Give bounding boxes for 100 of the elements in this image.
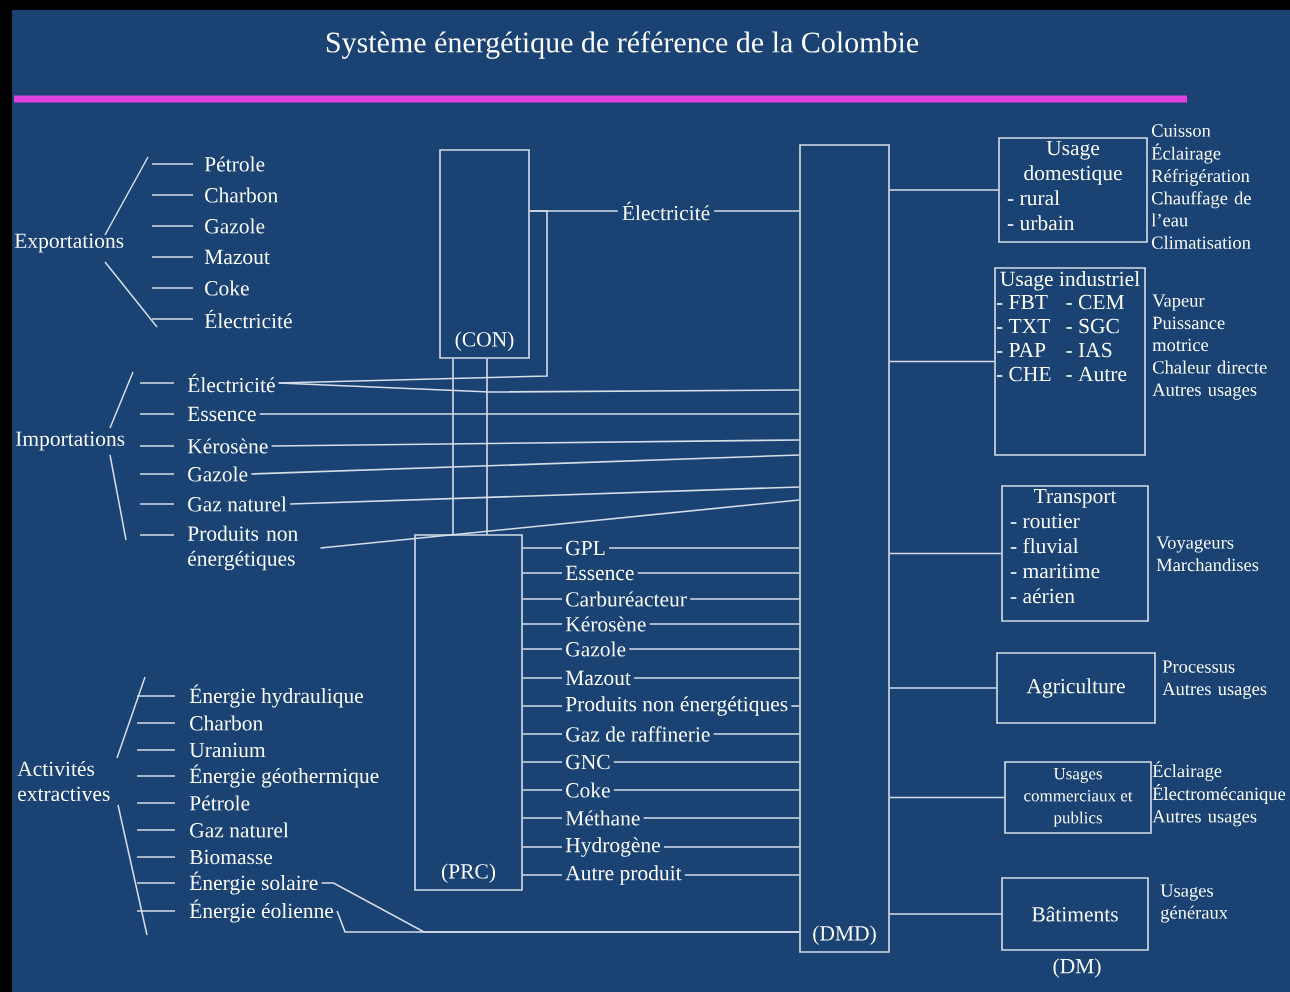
connector-line [889, 796, 1005, 799]
sector-box: Agriculture [996, 652, 1156, 724]
connector-line [684, 874, 800, 876]
edge-label: Électricité [617, 197, 715, 225]
side-note: Marchandises [1156, 558, 1259, 572]
process-box: (PRC) [414, 534, 523, 891]
sector-box: Bâtiments [1001, 877, 1149, 951]
connector-line [522, 789, 563, 791]
connector-line [522, 572, 563, 574]
item-label: Biomasse [189, 849, 273, 865]
item-label: Carburéacteur [566, 591, 687, 607]
connector-line [628, 648, 800, 650]
item-label: GPL [566, 540, 605, 556]
connector-line [522, 705, 563, 707]
connector-line [486, 358, 488, 535]
item-label: Électricité [187, 373, 275, 393]
side-note: Chauffage de l’eau [1151, 191, 1251, 227]
group-label: Importations [16, 431, 125, 451]
item-label: Pétrole [189, 795, 250, 811]
item-label: Uranium [189, 742, 266, 758]
connector-line [889, 552, 1002, 555]
connector-line [277, 382, 800, 393]
item-label: Mazout [565, 670, 631, 686]
item-label: Gazole [188, 466, 248, 482]
side-note: Voyageurs [1156, 536, 1234, 553]
process-box: (CON) [439, 149, 530, 359]
connector-line [336, 910, 800, 933]
connector-line [452, 358, 454, 535]
connector-line [522, 677, 563, 679]
item-label: Kérosène [187, 438, 268, 454]
connector-line [522, 817, 563, 819]
connector-line [522, 733, 563, 735]
connector-line [648, 623, 800, 625]
connector-line [642, 817, 800, 819]
side-note: Réfrigération [1151, 168, 1250, 186]
connector-line [522, 874, 563, 876]
connector-line [889, 360, 995, 363]
connector-line [689, 598, 800, 600]
item-label: Kérosène [565, 616, 646, 632]
item-label: Énergie éolienne [189, 899, 334, 923]
connector-line [889, 913, 1002, 915]
item-label: Énergie solaire [189, 871, 318, 895]
item-label: Essence [187, 406, 256, 422]
connector-line [522, 761, 563, 763]
side-note: Autres usages [1162, 682, 1267, 699]
item-label: Méthane [565, 810, 640, 826]
side-note: Électromécanique [1152, 784, 1286, 804]
item-label: Énergie géothermique [189, 764, 379, 788]
item-label: Essence [565, 565, 634, 581]
item-label: Hydrogène [565, 837, 660, 857]
item-label: Énergie hydraulique [189, 684, 363, 708]
sector-box: Transport - routier - fluvial - maritime - aérien [1001, 485, 1149, 622]
item-label: Mazout [204, 249, 270, 265]
item-label: Gaz naturel [190, 822, 289, 838]
connector-line [889, 687, 997, 689]
item-label: Gaz naturel [188, 496, 287, 512]
connector-line [289, 486, 800, 505]
process-box: (DMD) [799, 144, 890, 953]
connector-line [522, 648, 563, 650]
group-label: Activités extractives [17, 760, 110, 802]
connector-line [633, 677, 800, 679]
item-label: Charbon [205, 187, 278, 203]
connector-line [613, 761, 800, 763]
side-note: Chaleur directe [1152, 360, 1267, 374]
side-note: Autres usages [1152, 810, 1257, 827]
connector-line [522, 846, 563, 848]
side-note: Éclairage [1151, 143, 1221, 164]
connector-line [258, 413, 800, 415]
side-note: Puissance motrice [1152, 316, 1225, 352]
item-label: Pétrole [204, 156, 265, 172]
item-label: Coke [566, 782, 610, 798]
title: Système énergétique de référence de la Colombie [326, 31, 919, 59]
connector-line [608, 547, 800, 549]
connector-line [636, 572, 800, 574]
side-note: Cuisson [1151, 124, 1211, 137]
connector-line [663, 846, 800, 848]
item-label: GNC [566, 754, 610, 770]
connector-line [712, 733, 800, 735]
side-note: Climatisation [1151, 235, 1251, 249]
side-note: Vapeur [1152, 294, 1205, 311]
sector-box: Usages commerciaux et publics [1004, 761, 1152, 834]
item-label: Produits non énergétiques [565, 696, 788, 716]
sector-box: Usage domestique - rural - urbain [998, 137, 1148, 243]
side-note: Processus [1162, 660, 1235, 673]
connector-line [270, 439, 800, 447]
sector-box: Usage industriel - FBT - CEM - TXT - SGC - PAP - IAS - CHE - Autre [994, 267, 1146, 456]
item-label: Autre produit [565, 865, 682, 885]
connector-line [250, 454, 800, 475]
connector-line [613, 789, 800, 791]
connector-line [889, 189, 999, 191]
item-label: Produits non énergétiques [187, 525, 298, 571]
item-label: Charbon [190, 715, 263, 731]
connector-line [522, 598, 563, 600]
side-note: Éclairage [1152, 761, 1222, 782]
item-label: Électricité [204, 309, 292, 329]
item-label: Gazole [566, 641, 626, 657]
connector-line [319, 499, 800, 549]
connector-line [522, 623, 563, 625]
side-note: Usages généraux [1160, 884, 1228, 923]
group-label: Exportations [14, 233, 124, 253]
